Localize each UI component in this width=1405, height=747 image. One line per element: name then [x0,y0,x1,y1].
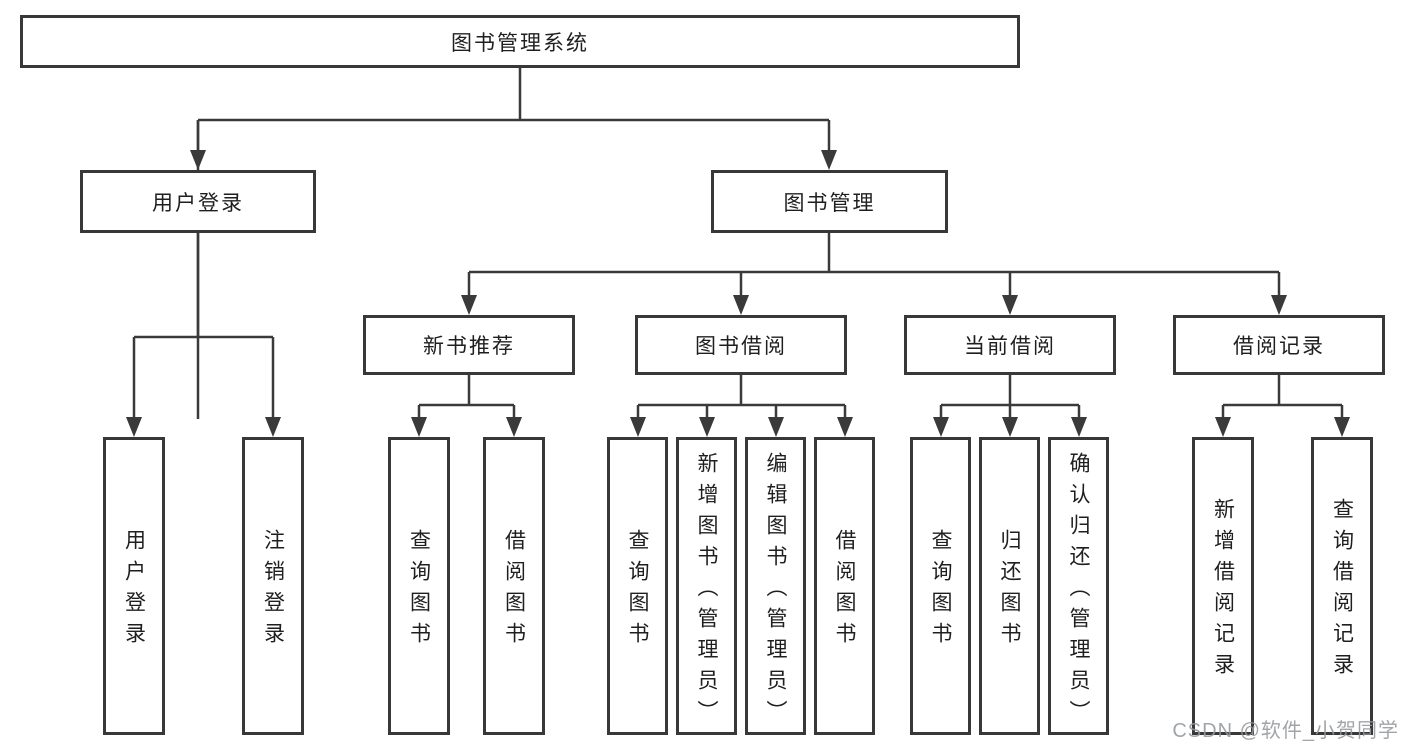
leaf-query-borrow-record: 查询借阅记录 [1311,437,1373,735]
leaf-query-book-recommend-label: 查询图书 [407,529,431,653]
leaf-borrow-book: 借阅图书 [814,437,875,735]
leaf-add-borrow-record: 新增借阅记录 [1192,437,1254,735]
leaf-return-book-label: 归还图书 [998,529,1021,653]
leaf-confirm-return-admin: 确认归还（管理员） [1048,437,1109,735]
leaf-user-login: 用户登录 [103,437,165,735]
leaf-query-book-current-label: 查询图书 [929,529,952,653]
node-borrow-records: 借阅记录 [1173,315,1385,375]
leaf-borrow-book-recommend: 借阅图书 [483,437,545,735]
node-book-management: 图书管理 [711,170,948,233]
node-new-book-recommend-label: 新书推荐 [423,335,515,358]
leaf-query-book-borrow-label: 查询图书 [626,529,649,653]
node-user-login: 用户登录 [80,170,316,233]
leaf-borrow-book-label: 借阅图书 [833,529,856,653]
leaf-add-book-admin-label: 新增图书（管理员） [695,451,718,731]
leaf-borrow-book-recommend-label: 借阅图书 [502,529,526,653]
connector-bookborrow-to-leaves [630,375,853,437]
leaf-user-login-label: 用户登录 [122,529,146,653]
node-new-book-recommend: 新书推荐 [363,315,575,375]
connector-bookmgmt-to-groups [461,233,1287,315]
node-root-system-label: 图书管理系统 [451,31,589,55]
connector-userlogin-to-leaves [126,233,281,437]
leaf-logout: 注销登录 [242,437,304,735]
node-current-borrow: 当前借阅 [904,315,1116,375]
node-book-management-label: 图书管理 [783,191,876,215]
leaf-query-book-recommend: 查询图书 [388,437,450,735]
leaf-edit-book-admin-label: 编辑图书（管理员） [764,451,787,731]
leaf-confirm-return-admin-label: 确认归还（管理员） [1067,451,1090,731]
connector-currentborrow-to-leaves [933,375,1087,437]
leaf-query-borrow-record-label: 查询借阅记录 [1330,498,1354,684]
leaf-query-book-current: 查询图书 [910,437,971,735]
node-book-borrow-label: 图书借阅 [695,335,787,358]
node-current-borrow-label: 当前借阅 [964,335,1056,358]
node-book-borrow: 图书借阅 [635,315,847,375]
connector-borrowrecords-to-leaves [1215,375,1350,437]
leaf-add-book-admin: 新增图书（管理员） [676,437,737,735]
node-user-login-label: 用户登录 [152,191,244,215]
node-borrow-records-label: 借阅记录 [1233,335,1325,358]
connector-newbookrec-to-leaves [411,375,522,437]
leaf-edit-book-admin: 编辑图书（管理员） [745,437,806,735]
leaf-return-book: 归还图书 [979,437,1040,735]
leaf-query-book-borrow: 查询图书 [607,437,668,735]
leaf-logout-label: 注销登录 [261,529,285,653]
csdn-watermark: CSDN @软件_小贺同学 [1172,720,1399,742]
leaf-add-borrow-record-label: 新增借阅记录 [1211,498,1235,684]
node-root-system: 图书管理系统 [20,15,1020,68]
